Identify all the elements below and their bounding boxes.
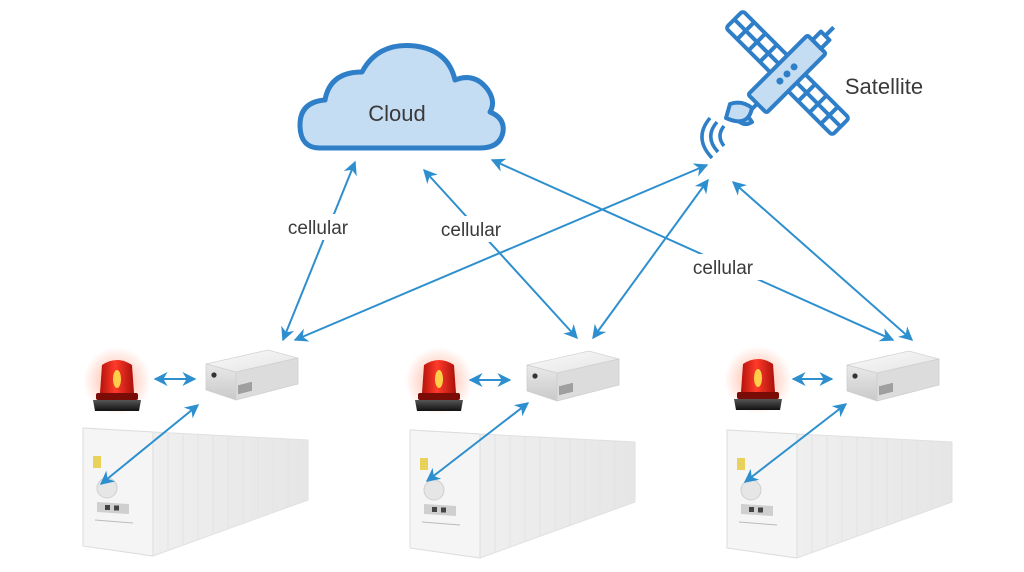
cellular-label-2: cellular xyxy=(441,220,502,241)
connection-arrows xyxy=(281,158,914,342)
cloud-icon xyxy=(297,43,506,151)
arrow-unit3-cloud xyxy=(490,158,895,342)
arrow-unit3-satellite xyxy=(731,181,914,341)
arrow-container-device-1 xyxy=(99,404,200,485)
alarm-beacon-icon xyxy=(83,347,151,415)
reefer-container-icon xyxy=(82,427,309,557)
telematics-device-icon xyxy=(846,350,940,402)
telematics-device-icon xyxy=(526,350,620,402)
arrow-unit1-satellite xyxy=(293,163,709,342)
telematics-device-icon xyxy=(205,349,299,401)
reefer-container-icon xyxy=(726,429,953,559)
unit-2 xyxy=(405,347,636,559)
cellular-label-3: cellular xyxy=(693,258,754,279)
satellite-node: Satellite xyxy=(700,10,923,160)
arrow-container-device-3 xyxy=(743,403,848,483)
reefer-container-icon xyxy=(409,429,636,559)
link-labels: cellular cellular cellular xyxy=(272,214,766,280)
cloud-label: Cloud xyxy=(368,101,425,126)
unit-3 xyxy=(724,346,953,559)
cellular-label-1: cellular xyxy=(288,218,349,239)
arrow-unit1-cloud xyxy=(281,160,357,342)
alarm-beacon-icon xyxy=(405,347,473,415)
alarm-beacon-icon xyxy=(724,346,792,414)
cloud-node: Cloud xyxy=(297,43,506,151)
unit-1 xyxy=(82,347,309,557)
satellite-label: Satellite xyxy=(845,74,923,99)
satellite-icon xyxy=(700,10,850,160)
arrow-container-device-2 xyxy=(425,402,530,482)
arrow-unit2-cloud xyxy=(423,168,578,340)
